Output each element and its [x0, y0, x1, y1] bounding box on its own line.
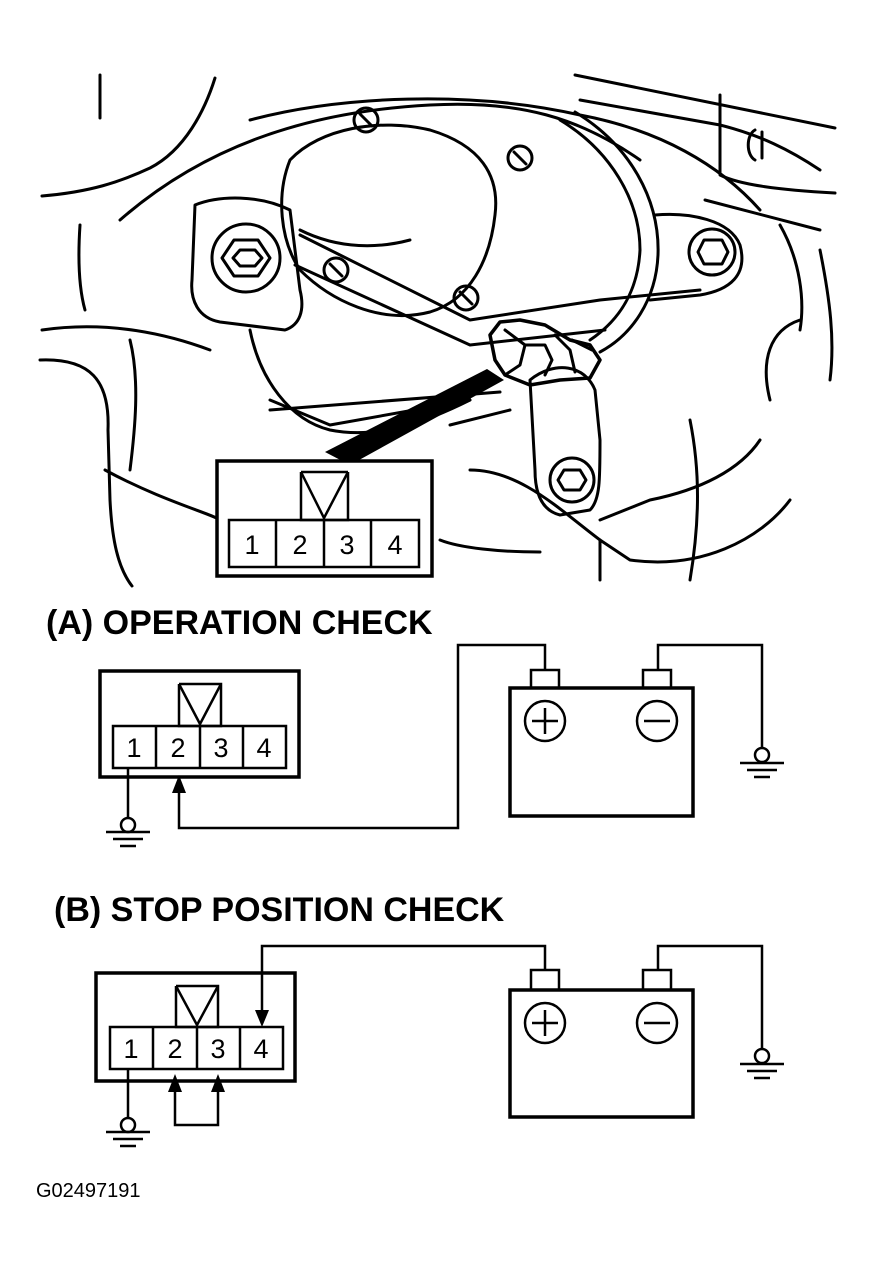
section-b-title: (B) STOP POSITION CHECK — [54, 891, 505, 929]
callout-pointer — [325, 369, 504, 465]
section-b-arrow-pin3 — [211, 1074, 225, 1092]
figure-code: G02497191 — [36, 1180, 141, 1202]
section-b-arrow-pin2 — [168, 1074, 182, 1092]
section-a-pin-1: 1 — [126, 733, 141, 763]
section-b-ground-left-icon — [106, 1116, 150, 1148]
callout-connector-box: 1 2 3 4 — [215, 459, 434, 578]
section-a-ground-left-icon — [106, 816, 150, 848]
section-a-pin-3: 3 — [213, 733, 228, 763]
section-a-arrow-pin2 — [172, 775, 186, 793]
section-b-arrow-pin4 — [255, 1010, 269, 1027]
negative-terminal-icon — [635, 699, 679, 743]
positive-terminal-icon — [523, 699, 567, 743]
callout-pin-3: 3 — [339, 530, 354, 560]
section-b-pin-1: 1 — [123, 1034, 138, 1064]
section-b-pin-2: 2 — [167, 1034, 182, 1064]
section-a-ground-right-icon — [740, 746, 784, 779]
section-b-pin-3: 3 — [210, 1034, 225, 1064]
section-a-battery — [508, 668, 695, 818]
negative-terminal-icon — [635, 1001, 679, 1045]
section-b-ground-right-icon — [740, 1047, 784, 1080]
section-a-wires — [126, 643, 764, 830]
positive-terminal-icon — [523, 1001, 567, 1045]
section-a-connector: 1 2 3 4 — [98, 669, 301, 779]
section-b-pin-4: 4 — [253, 1034, 268, 1064]
section-b-wires — [126, 944, 764, 1127]
section-a-pin-2: 2 — [170, 733, 185, 763]
callout-pin-4: 4 — [387, 530, 402, 560]
section-a-title: (A) OPERATION CHECK — [46, 604, 433, 642]
section-b-connector: 1 2 3 4 — [94, 971, 297, 1083]
callout-pin-1: 1 — [244, 530, 259, 560]
callout-pin-2: 2 — [292, 530, 307, 560]
section-a-pin-4: 4 — [256, 733, 271, 763]
vehicle-illustration — [38, 73, 837, 588]
section-b-battery — [508, 968, 695, 1119]
